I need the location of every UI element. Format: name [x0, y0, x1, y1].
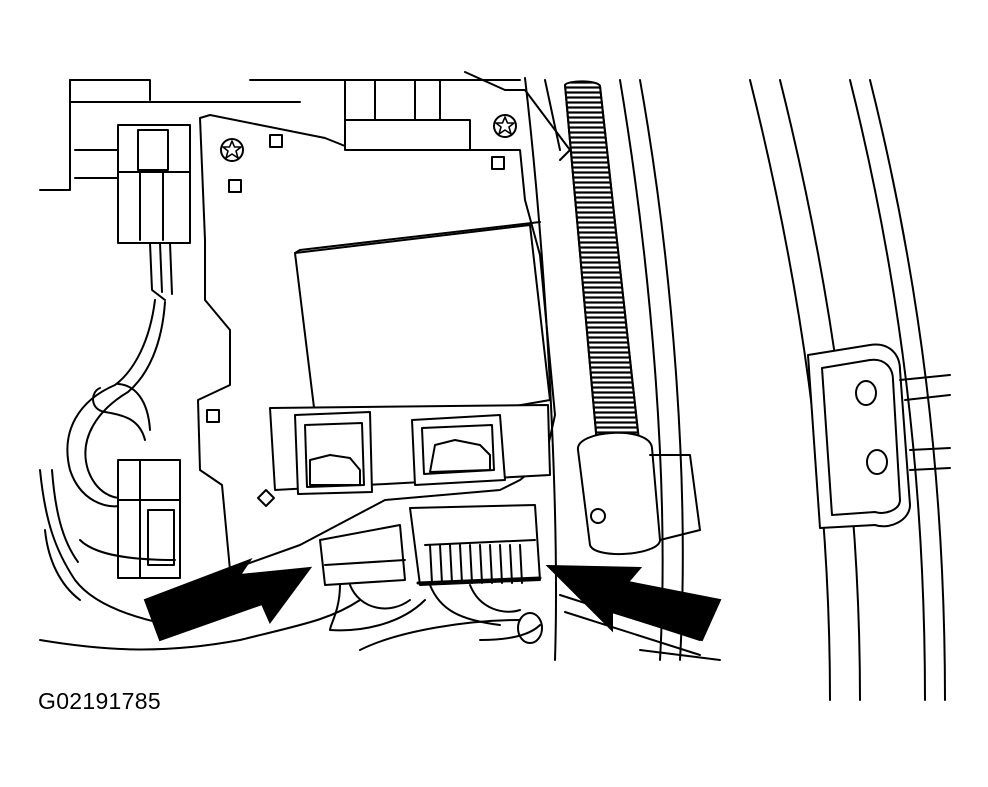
left-wire-loop: [66, 299, 166, 508]
right-callout-arrow-icon: [545, 564, 722, 642]
callout-arrows: [143, 557, 722, 642]
lower-left-wires: [39, 469, 361, 651]
module-connector-sockets: [294, 411, 506, 495]
right-side-panels: [464, 71, 946, 701]
right-mounting-bracket: [807, 343, 951, 529]
trim-panel-lines: [39, 79, 521, 191]
plugged-connectors: [319, 504, 542, 632]
figure-id-label: G02191785: [38, 688, 161, 714]
left-callout-arrow-icon: [143, 557, 313, 642]
upper-left-connector: [117, 124, 191, 301]
wiring-conduit: [564, 80, 701, 556]
